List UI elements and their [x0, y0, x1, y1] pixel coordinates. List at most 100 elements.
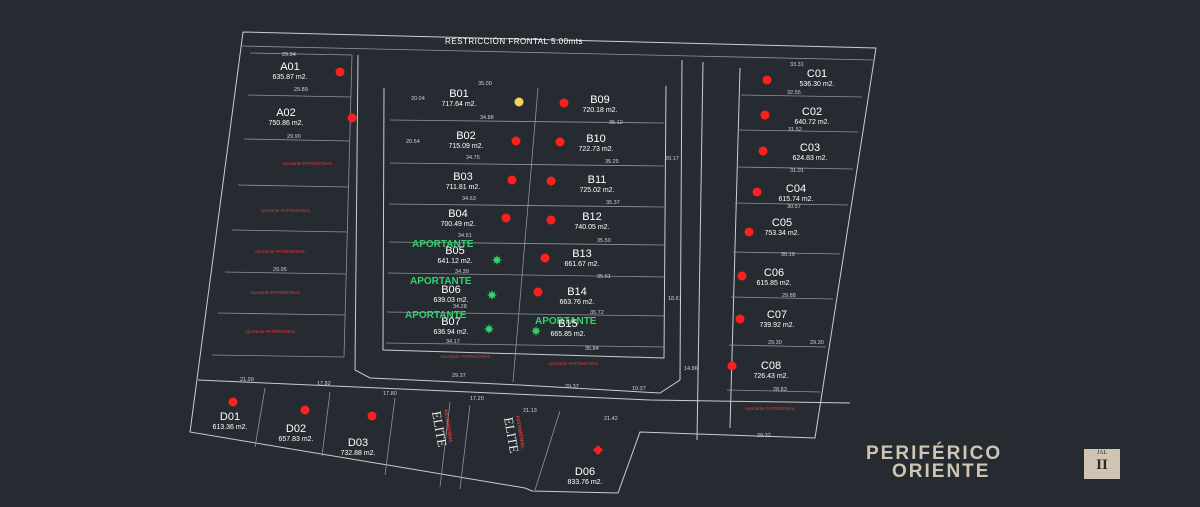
status-dot-icon [335, 67, 345, 77]
restriction-label: RESTRICCIÓN FRONTAL 5.00mts [445, 37, 583, 46]
lot-area: 725.02 m2. [579, 187, 614, 194]
lot-code: D06 [575, 466, 595, 478]
aportante-label: APORTANTE [535, 316, 597, 327]
dimension-label: 21.00 [240, 377, 254, 383]
lot-area: 700.49 m2. [440, 221, 475, 228]
status-dot-icon [228, 397, 238, 407]
elite-logo-left: ELITE PATRIMONIAL [429, 409, 454, 448]
lot-area: 663.76 m2. [559, 299, 594, 306]
dimension-label: 34.17 [446, 339, 460, 345]
dimension-label: 34.51 [458, 233, 472, 239]
status-dot-icon [507, 175, 517, 185]
lot-code: B15 [558, 318, 578, 330]
lot-area: 615.85 m2. [756, 280, 791, 287]
dimension-label: 28.83 [773, 387, 787, 393]
status-dot-icon [559, 98, 569, 108]
dimension-label: 34.39 [455, 269, 469, 275]
lot-code: B11 [588, 174, 607, 186]
lot-code: B06 [441, 284, 461, 296]
status-dot-icon [546, 176, 556, 186]
lot-code: B14 [567, 286, 587, 298]
lot-area: 732.88 m2. [340, 450, 375, 457]
status-dot-icon [533, 287, 543, 297]
lot-area: 711.81 m2. [446, 184, 481, 191]
aportante-label: APORTANTE [405, 310, 467, 321]
lot-code: B13 [572, 248, 592, 260]
block-b [385, 87, 665, 383]
status-dot-icon [514, 97, 524, 107]
patrimonial-label: Aportante PATRIMONIAL [245, 329, 296, 334]
dimension-label: 31.52 [788, 127, 802, 133]
property-boundary [189, 31, 877, 494]
lot-code: A02 [276, 107, 296, 119]
dimension-label: 35.84 [585, 346, 599, 352]
dimension-label: 18.61 [668, 296, 682, 302]
lot-code: B05 [445, 245, 465, 257]
dimension-label: 35.61 [597, 274, 611, 280]
aportante-marker-icon [492, 255, 502, 265]
status-dot-icon [546, 215, 556, 225]
patrimonial-label: Aportante PATRIMONIAL [548, 361, 599, 366]
status-dot-icon [752, 187, 762, 197]
dimension-label: 21.13 [523, 408, 537, 414]
dimension-label: 29.37 [452, 373, 466, 379]
lot-area: 740.05 m2. [574, 224, 609, 231]
block-c [726, 94, 863, 393]
status-dot-icon [300, 405, 310, 415]
dimension-label: 30.57 [787, 204, 801, 210]
lot-area: 639.03 m2. [433, 297, 468, 304]
lot-area: 536.30 m2. [799, 81, 834, 88]
dimension-label: 34.28 [453, 304, 467, 310]
patrimonial-labels: Aportante PATRIMONIAL Aportante PATRIMON… [245, 161, 796, 411]
lot-area: 750.86 m2. [268, 120, 303, 127]
lot-area: 753.34 m2. [764, 230, 799, 237]
lot-code: C05 [772, 217, 792, 229]
lot-code: B09 [590, 94, 610, 106]
svg-text:PATRIMONIAL: PATRIMONIAL [442, 409, 454, 444]
lot-code: D02 [286, 423, 306, 435]
aportante-label: APORTANTE [412, 239, 474, 250]
dimension-label: 29.89 [294, 87, 308, 93]
status-dot-icon [501, 213, 511, 223]
block-a [211, 52, 353, 358]
dimension-label: 14.86 [684, 366, 698, 372]
badge-top: JAL [1096, 450, 1108, 456]
svg-text:ELITE: ELITE [429, 410, 450, 448]
lot-code: C03 [800, 142, 820, 154]
lot-code: D03 [348, 437, 368, 449]
elite-logo-right: ELITE PATRIMONIAL [501, 415, 526, 454]
patrimonial-label: Aportante PATRIMONIAL [745, 406, 796, 411]
brand-line-2: ORIENTE [892, 461, 991, 482]
lot-code: C08 [761, 360, 781, 372]
dimension-label: 21.42 [604, 416, 618, 422]
